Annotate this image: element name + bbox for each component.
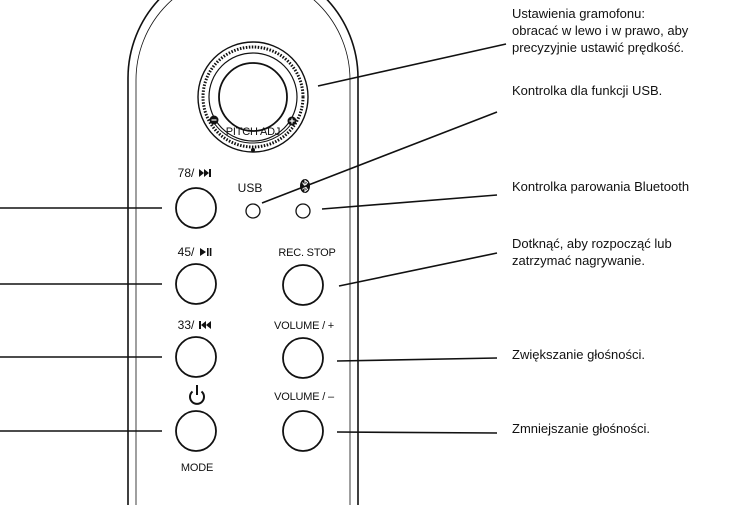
power-icon — [189, 385, 205, 405]
leader-vol-down — [336, 431, 498, 434]
button-45[interactable] — [175, 263, 217, 305]
pitch-center-dot — [251, 148, 255, 152]
callout-pitch-2: obracać w lewo i w prawo, aby — [512, 23, 689, 38]
pitch-adj-label: PITCH ADJ — [226, 126, 280, 138]
button-rec-stop[interactable] — [282, 264, 324, 306]
leader-vol-up — [336, 357, 498, 362]
leader-rec — [338, 252, 498, 287]
button-78[interactable] — [175, 187, 217, 229]
remote-body-inner — [135, 0, 351, 505]
callout-pitch-1: Ustawienia gramofonu: — [512, 6, 645, 21]
skip-back-icon — [199, 321, 211, 329]
leader-bluetooth — [321, 194, 498, 210]
button-mode[interactable] — [175, 410, 217, 452]
volume-up-label: VOLUME / + — [274, 320, 334, 332]
button-volume-up[interactable] — [282, 337, 324, 379]
btn-45-label: 45/ — [178, 245, 195, 259]
mode-label: MODE — [181, 462, 213, 474]
callout-bluetooth: Kontrolka parowania Bluetooth — [512, 179, 689, 194]
play-pause-icon — [200, 248, 212, 256]
bluetooth-led — [295, 203, 311, 219]
usb-label: USB — [238, 181, 263, 195]
button-33[interactable] — [175, 336, 217, 378]
rec-stop-label: REC. STOP — [278, 247, 335, 259]
remote-body — [127, 0, 359, 505]
callout-usb: Kontrolka dla funkcji USB. — [512, 83, 662, 98]
usb-led — [245, 203, 261, 219]
leader-usb — [261, 111, 498, 204]
pitch-arc — [211, 119, 295, 144]
button-volume-down[interactable] — [282, 410, 324, 452]
callout-vol-down: Zmniejszanie głośności. — [512, 421, 650, 436]
callout-vol-up: Zwiększanie głośności. — [512, 347, 645, 362]
volume-down-label: VOLUME / – — [274, 391, 335, 403]
callout-rec-1: Dotknąć, aby rozpocząć lub — [512, 236, 672, 251]
skip-forward-icon — [199, 169, 211, 177]
callout-rec-2: zatrzymać nagrywanie. — [512, 253, 645, 268]
btn-33-label: 33/ — [178, 318, 195, 332]
leader-pitch — [317, 43, 507, 87]
callout-pitch-3: precyzyjnie ustawić prędkość. — [512, 40, 684, 55]
btn-78-label: 78/ — [178, 166, 195, 180]
